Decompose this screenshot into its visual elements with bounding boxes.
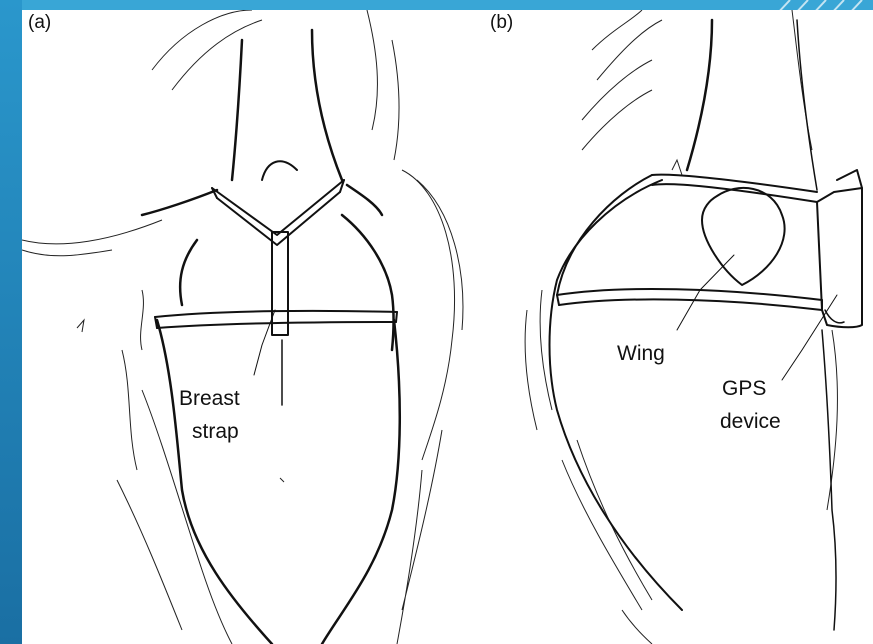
panel-a-fur [22,10,463,644]
panel-b-fur [525,10,837,644]
figure-panel: (a) [22,10,873,644]
panel-a-outline [142,30,400,644]
gps-device-label-line2: device [720,410,781,433]
bird-harness-drawing: (a) [22,10,873,644]
breast-strap-label-line1: Breast [179,387,240,410]
panel-b-outline [550,20,837,630]
panel-a-label: (a) [28,12,51,33]
panel-a-harness [155,180,397,375]
panel-b-drawing: (b) [490,10,862,644]
panel-a-drawing: (a) [22,10,463,644]
panel-b-label: (b) [490,12,513,33]
gps-device-label-line1: GPS [722,377,766,400]
wing-label: Wing [617,342,665,365]
breast-strap-label-line2: strap [192,420,239,443]
